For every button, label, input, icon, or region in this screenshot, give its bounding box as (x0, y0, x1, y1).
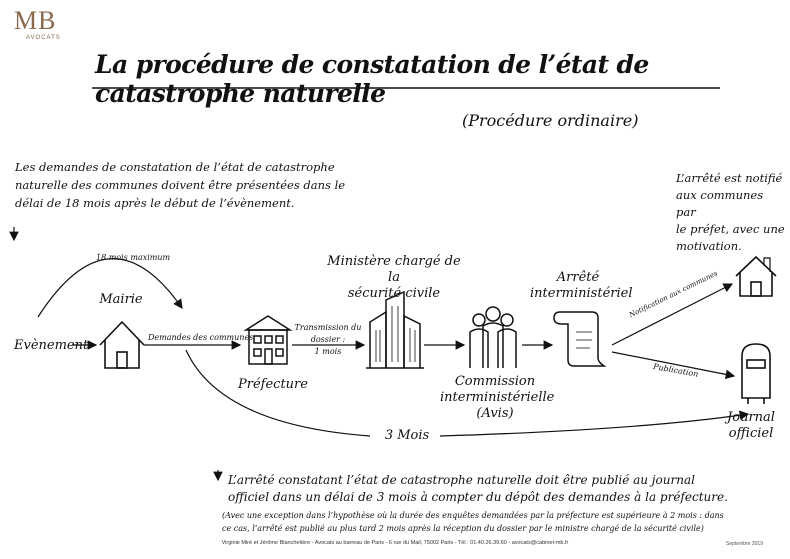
node-mairie: Mairie (99, 292, 143, 307)
edge-label-transmission-line: Transmission du dossier : (294, 323, 362, 344)
ministere-towers-icon (366, 290, 424, 369)
node-journal-line: Journal (727, 410, 775, 425)
node-arrete-line: Arrêté (556, 270, 600, 285)
node-ministere-line: Ministère chargé de la (327, 254, 461, 285)
bottom-note-line: ce cas, l’arrêté est publié au plus tard… (222, 524, 704, 533)
node-commission-line: Commission (454, 374, 536, 389)
intro-line: délai de 18 mois après le début de l’évè… (15, 196, 295, 210)
node-commission-line: (Avis) (476, 406, 514, 421)
node-arrete-line: interministériel (530, 286, 633, 301)
mairie-house-icon (99, 320, 145, 369)
page-subtitle: (Procédure ordinaire) (462, 111, 639, 130)
journal-box-icon (741, 343, 771, 404)
node-arrete: Arrêté interministériel (530, 270, 633, 302)
page-title: La procédure de constatation de l’état d… (95, 50, 649, 108)
arc-18-mois (37, 258, 183, 318)
commune-house-icon (735, 255, 777, 297)
date-stamp: Septembre 2019 (726, 541, 763, 547)
intro-text: Les demandes de constatation de l’état d… (15, 158, 345, 212)
logo-mark: MB (14, 6, 57, 35)
node-journal-line: officiel (728, 426, 774, 441)
arrete-scroll-icon (553, 311, 607, 367)
bottom-text: L’arrêté constatant l’état de catastroph… (228, 472, 728, 506)
notify-line: motivation. (676, 239, 742, 253)
node-commission: Commission interministérielle (Avis) (440, 374, 555, 422)
edge-label-transmission-line: 1 mois (314, 347, 342, 356)
edge-label-transmission: Transmission du dossier : 1 mois (288, 322, 368, 358)
node-journal: Journal officiel (716, 410, 786, 442)
bottom-line: officiel dans un délai de 3 mois à compt… (228, 490, 728, 504)
bottom-note-line: (Avec une exception dans l’hypothèse où … (222, 511, 724, 520)
node-ministere-line: sécurité civile (347, 286, 441, 301)
logo-subtitle: AVOCATS (26, 35, 61, 41)
node-evenement: Evènement (14, 338, 89, 353)
intro-line: naturelle des communes doivent être prés… (15, 178, 346, 192)
node-commission-line: interministérielle (440, 390, 555, 405)
edge-label-demandes: Demandes des communes (148, 333, 254, 342)
intro-line: Les demandes de constatation de l’état d… (15, 160, 335, 174)
notify-text: L’arrêté est notifié aux communes par le… (676, 170, 786, 255)
arc-3-mois (185, 349, 748, 437)
node-ministere: Ministère chargé de la sécurité civile (324, 254, 464, 302)
bottom-line: L’arrêté constatant l’état de catastroph… (228, 473, 695, 487)
edge-notification (611, 283, 734, 346)
edge-publication (611, 351, 736, 380)
prefecture-building-icon (243, 315, 293, 365)
notify-line: aux communes par (676, 188, 764, 219)
bottom-note: (Avec une exception dans l’hypothèse où … (222, 509, 782, 535)
commission-people-icon (469, 306, 517, 368)
node-prefecture: Préfecture (238, 377, 308, 392)
edge-label-3-mois: 3 Mois (384, 428, 430, 443)
edge-label-18-mois: 18 mois maximum (96, 253, 171, 262)
notify-line: L’arrêté est notifié (676, 171, 783, 185)
footer: Virginie Miré et Jérôme Blanchetière - A… (221, 540, 569, 546)
notify-line: le préfet, avec une (676, 222, 785, 236)
